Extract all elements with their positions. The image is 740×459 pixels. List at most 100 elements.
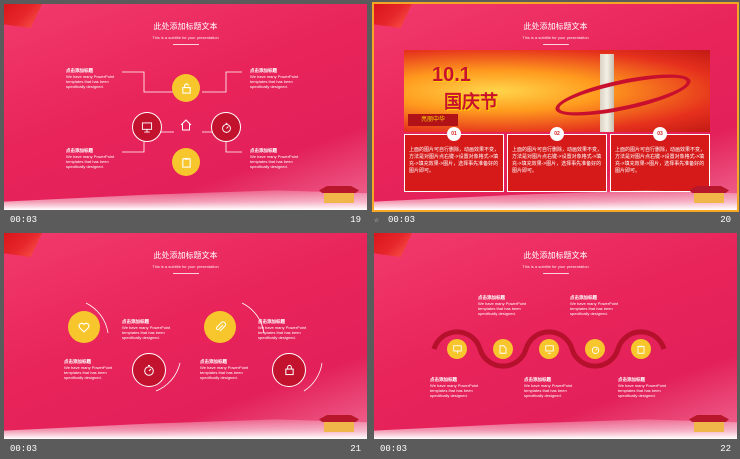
wave-connector [431,329,667,369]
gate-decoration [319,415,359,433]
info-box: 上面的图片可自行删除，动画效果不变，方法是对图片点右键->设置对象格式->填充-… [404,134,504,192]
title-divider [173,44,199,45]
paperclip-icon [204,311,236,343]
block-body: We have many PowerPoint templates that h… [66,74,115,89]
presentation-icon [132,112,162,142]
banner-number: 10.1 [432,64,471,86]
box-number: 03 [653,127,667,141]
block-heading: 点击添加标题 [250,148,277,153]
title-divider [543,44,569,45]
slide-subtitle: This is a subtitle for your presentation [152,264,219,269]
slide-20-canvas: 此处添加标题文本 This is a subtitle for your pre… [372,2,739,212]
slide-footer: ☆ 00:03 20 [374,212,737,230]
gate-decoration [689,415,729,433]
block-heading: 点击添加标题 [430,377,457,382]
slide-21-canvas: 此处添加标题文本 This is a subtitle for your pre… [4,233,367,439]
slide-thumbnail-21[interactable]: 此处添加标题文本 This is a subtitle for your pre… [4,233,367,459]
slide-timing: 00:03 [380,444,408,454]
slide-timing: 00:03 [10,215,38,225]
block-heading: 点击添加标题 [250,68,277,73]
ribbon-image [552,65,694,125]
block-body: We have many PowerPoint templates that h… [66,154,115,169]
gate-decoration [319,186,359,204]
block-body: We have many PowerPoint templates that h… [64,365,113,380]
info-box-text: 上面的图片可自行删除，动画效果不变，方法是对图片点右键->设置对象格式->填充-… [512,147,603,174]
slide-subtitle: This is a subtitle for your presentation [522,264,589,269]
block-body: We have many PowerPoint templates that h… [122,325,171,340]
gate-decoration [689,186,729,204]
connector-lines [122,71,242,153]
block-body: We have many PowerPoint templates that h… [570,301,619,316]
slide-subtitle: This is a subtitle for your presentation [152,35,219,40]
slide-timing: 00:03 [10,444,38,454]
home-icon [179,118,193,132]
block-body: We have many PowerPoint templates that h… [258,325,307,340]
monitor-icon [539,339,559,359]
block-heading: 点击添加标题 [478,295,505,300]
slide-number: 20 [720,215,731,225]
block-heading: 点击添加标题 [200,359,227,364]
arc-arrows [85,302,323,392]
timer-icon [132,353,166,387]
slide-footer: 00:03 22 [374,441,737,459]
title-divider [173,273,199,274]
slide-title: 此处添加标题文本 [523,22,588,31]
banner-text: 国庆节 [444,92,498,112]
title-divider [543,273,569,274]
pillar-image [600,54,614,132]
block-body: We have many PowerPoint templates that h… [430,383,479,398]
document-icon [493,339,513,359]
slide-title: 此处添加标题文本 [523,251,588,260]
clipboard-icon [631,339,651,359]
slide-title: 此处添加标题文本 [153,251,218,260]
clipboard-icon [172,148,200,176]
slide-title: 此处添加标题文本 [153,22,218,31]
block-body: We have many PowerPoint templates that h… [200,365,249,380]
slide-footer: 00:03 21 [4,441,367,459]
block-body: We have many PowerPoint templates that h… [618,383,667,398]
presentation-icon [447,339,467,359]
block-body: We have many PowerPoint templates that h… [250,154,299,169]
block-body: We have many PowerPoint templates that h… [524,383,573,398]
block-heading: 点击添加标题 [618,377,645,382]
timer-icon [585,339,605,359]
block-heading: 点击添加标题 [66,148,93,153]
box-number: 02 [550,127,564,141]
slide-timing: 00:03 [388,215,416,225]
slide-22-canvas: 此处添加标题文本 This is a subtitle for your pre… [374,233,737,439]
block-body: We have many PowerPoint templates that h… [478,301,527,316]
unlock-icon [172,74,200,102]
info-box-text: 上面的图片可自行删除，动画效果不变，方法是对图片点右键->设置对象格式->填充-… [615,147,706,174]
banner-image: 10.1 国庆节 亮丽中华 [404,50,710,132]
block-heading: 点击添加标题 [570,295,597,300]
heart-icon [68,311,100,343]
slide-footer: 00:03 19 [4,212,367,230]
slide-number: 21 [350,444,361,454]
block-heading: 点击添加标题 [64,359,91,364]
animation-star-icon: ☆ [374,216,379,225]
info-box: 上面的图片可自行删除，动画效果不变，方法是对图片点右键->设置对象格式->填充-… [507,134,607,192]
block-heading: 点击添加标题 [122,319,149,324]
block-heading: 点击添加标题 [524,377,551,382]
block-body: We have many PowerPoint templates that h… [250,74,299,89]
slide-thumbnail-19[interactable]: 此处添加标题文本 This is a subtitle for your pre… [4,4,367,230]
block-heading: 点击添加标题 [66,68,93,73]
info-box: 上面的图片可自行删除，动画效果不变，方法是对图片点右键->设置对象格式->填充-… [610,134,710,192]
slide-number: 19 [350,215,361,225]
slide-thumbnail-22[interactable]: 此处添加标题文本 This is a subtitle for your pre… [374,233,737,459]
slide-number: 22 [720,444,731,454]
slide-thumbnail-20[interactable]: 此处添加标题文本 This is a subtitle for your pre… [372,2,739,230]
banner-small-text: 亮丽中华 [408,114,458,126]
